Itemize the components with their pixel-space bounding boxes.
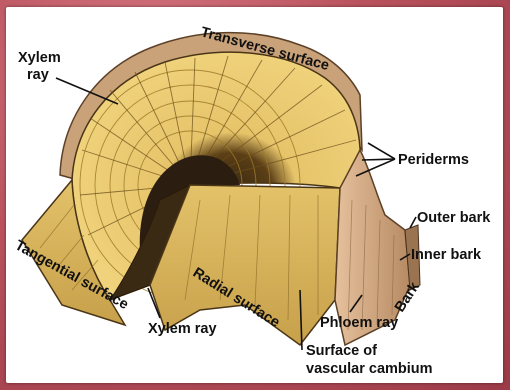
label-xylem-ray-top-line2: ray [27,67,49,83]
label-xylem-ray-bottom: Xylem ray [148,321,217,337]
leader-periderms-1 [368,143,395,159]
label-periderms: Periderms [398,152,469,168]
label-inner-bark: Inner bark [411,247,482,263]
label-xylem-ray-top-line1: Xylem [18,50,61,66]
label-surface-of-cambium-line2: vascular cambium [306,361,433,377]
label-phloem-ray: Phloem ray [320,315,398,331]
label-surface-of-cambium-line1: Surface of [306,343,377,359]
label-outer-bark: Outer bark [417,210,491,226]
leader-periderms-2 [362,159,395,160]
